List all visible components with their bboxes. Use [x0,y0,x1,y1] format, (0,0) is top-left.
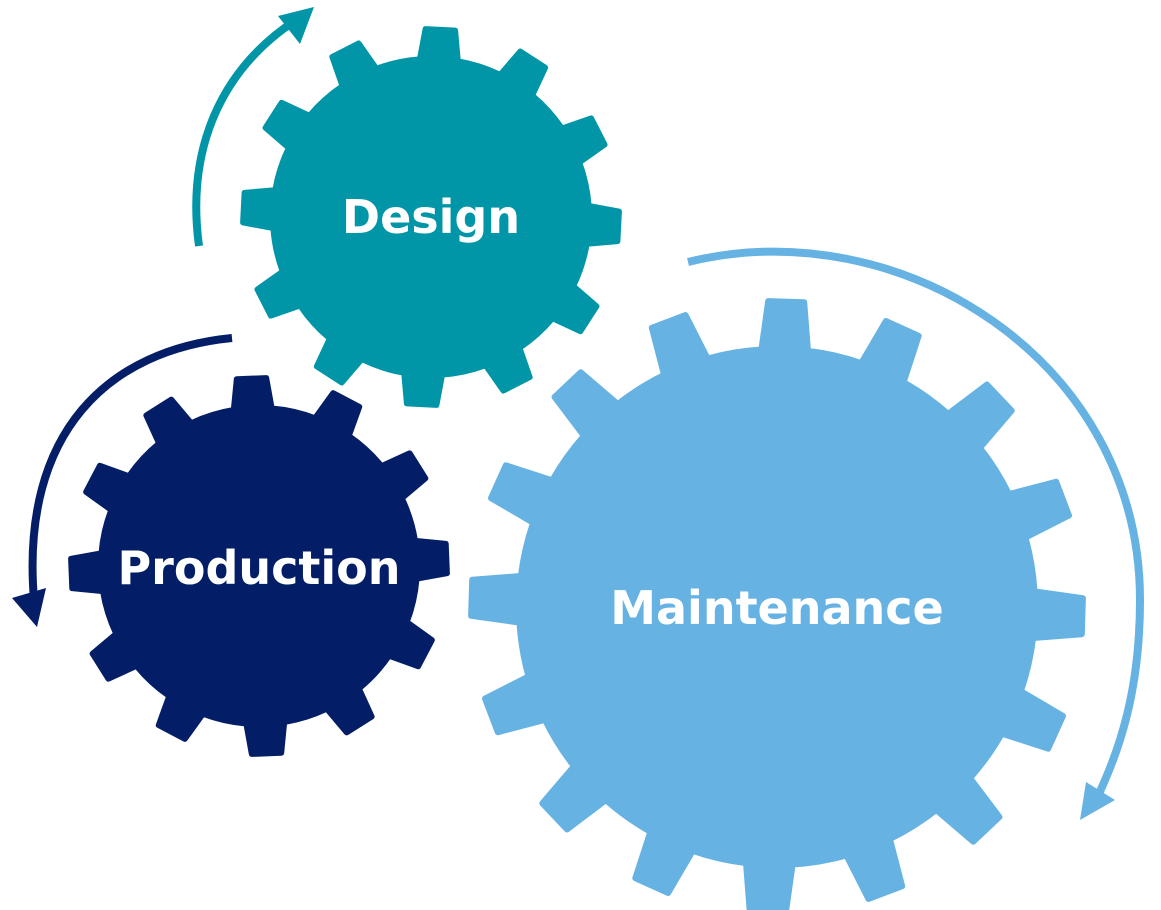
maintenance-arrow-curve [687,247,1145,802]
maintenance-arrow [687,247,1145,820]
maintenance-gear-shape [468,298,1086,910]
production-gear: Production [68,375,450,757]
design-gear-shape [240,26,622,408]
design-arrow-curve [192,16,299,247]
design-gear-label: Design [342,190,520,244]
production-arrowhead [12,588,46,627]
production-arrow-curve [28,334,233,601]
maintenance-gear: Maintenance [468,298,1086,910]
maintenance-arrowhead [1080,782,1115,820]
maintenance-gear-label: Maintenance [610,581,944,635]
production-arrow [12,334,233,627]
production-gear-shape [68,375,450,757]
design-arrow [192,7,314,247]
production-gear-label: Production [117,541,400,595]
design-gear: Design [240,26,622,408]
design-arrowhead [278,7,314,44]
